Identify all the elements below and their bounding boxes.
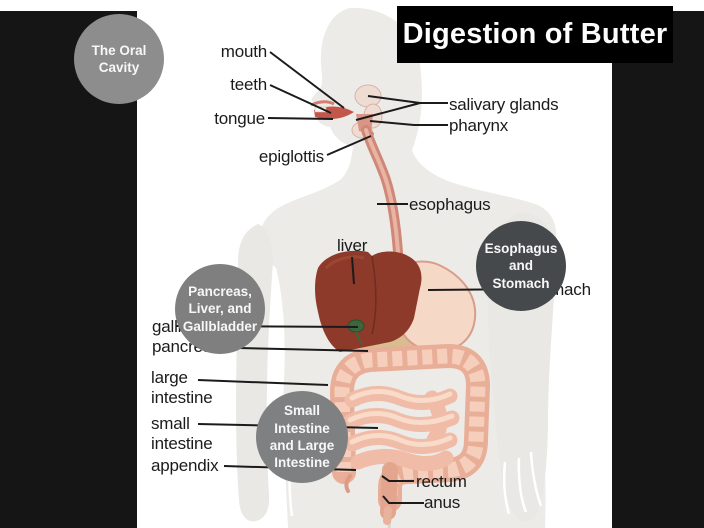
label-esophagus: esophagus <box>409 195 491 214</box>
bubble-text-line: and <box>508 258 533 274</box>
step-bubble-small-large-intestine[interactable]: Small Intestine and Large Intestine <box>256 391 348 483</box>
bubble-text-line: Liver, and <box>188 301 252 317</box>
label-rectum: rectum <box>416 472 467 491</box>
label-large-intestine: large intestine <box>151 368 213 407</box>
title-banner: Digestion of Butter <box>397 6 673 63</box>
bubble-text-line: and Large <box>269 438 335 453</box>
label-epiglottis: epiglottis <box>258 147 324 166</box>
anus-shape <box>383 506 392 525</box>
bubble-text-line: Intestine <box>274 455 330 471</box>
bile-duct-shape <box>355 331 362 345</box>
rectum-shape <box>380 462 398 520</box>
bubble-text-line: Esophagus <box>484 241 558 257</box>
teeth-shape <box>314 106 327 113</box>
bubble-text-line: Small <box>283 403 321 419</box>
liver-highlight <box>324 255 365 270</box>
bubble-text-line: Pancreas, <box>188 284 252 300</box>
esophagus-highlight <box>364 128 400 274</box>
appendix-shape <box>344 474 352 493</box>
bubble-text-line: Stomach <box>492 275 550 291</box>
label-liver: liver <box>337 236 368 255</box>
label-pharynx: pharynx <box>449 116 509 135</box>
letterbox-right <box>612 11 704 528</box>
label-teeth: teeth <box>230 75 267 94</box>
bubble-text-line: Cavity <box>98 60 140 75</box>
liver-lobe-divide <box>371 255 377 335</box>
page-title: Digestion of Butter <box>402 18 668 50</box>
step-bubble-pancreas-liver-gallbladder[interactable]: Pancreas, Liver, and Gallbladder <box>175 264 265 354</box>
label-anus: anus <box>424 493 461 512</box>
bubble-text-line: Intestine <box>274 420 330 436</box>
small-intestine-highlight <box>347 389 455 447</box>
label-mouth: mouth <box>220 42 267 61</box>
colon-haustra-texture <box>334 348 486 500</box>
step-bubble-oral-cavity[interactable]: The Oral Cavity <box>74 14 164 104</box>
bubble-text-line: Gallbladder <box>182 318 258 334</box>
label-appendix: appendix <box>151 456 219 475</box>
label-salivary-glands: salivary glands <box>449 95 559 114</box>
right-hand-finger-seams <box>502 451 543 515</box>
label-tongue: tongue <box>214 109 265 128</box>
label-small-intestine: small intestine <box>151 414 213 453</box>
bubble-text-line: The Oral <box>91 42 147 58</box>
step-bubble-esophagus-stomach[interactable]: Esophagus and Stomach <box>476 221 566 311</box>
